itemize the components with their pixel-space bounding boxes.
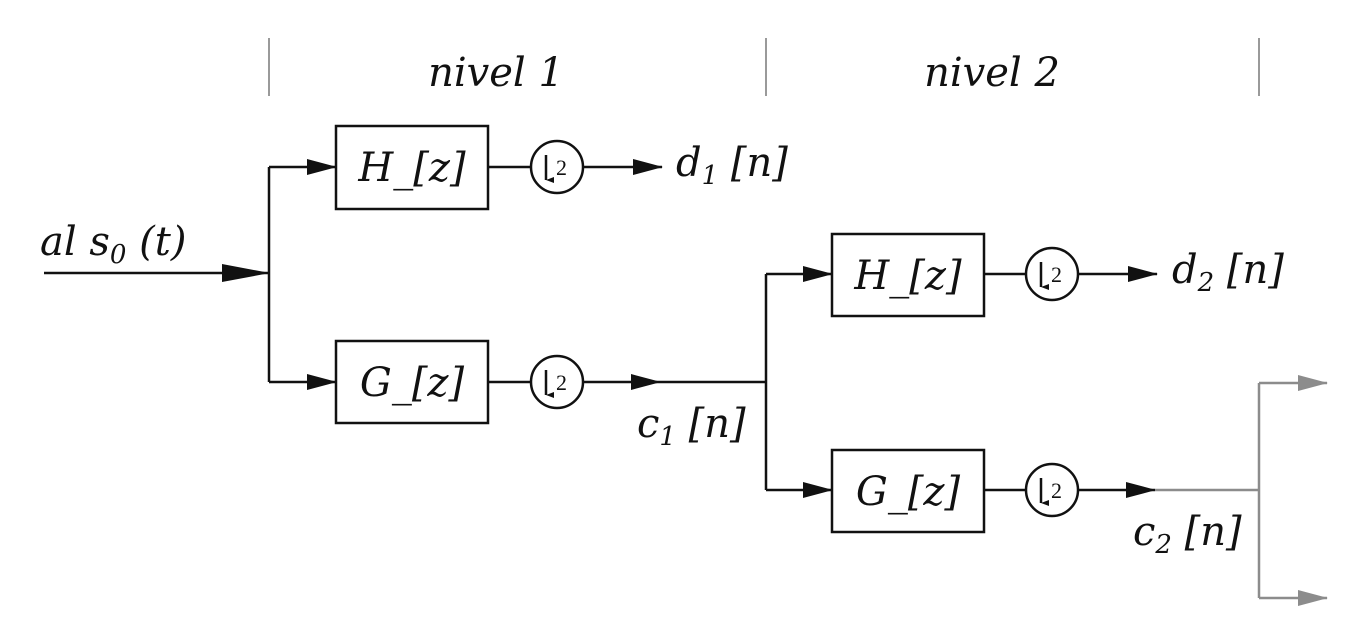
level2-c-output-label: c2 [n] [1133, 509, 1242, 560]
level1-g-filter-label: G_[z] [360, 360, 465, 406]
svg-text:2: 2 [1051, 262, 1062, 287]
level1-h-filter-box [334, 124, 490, 211]
level1-g-downsampler: 2 [529, 354, 585, 410]
svg-text:2: 2 [556, 155, 567, 180]
level1-g-filter-box [334, 339, 490, 425]
level2-g-filter-box [830, 448, 986, 534]
level2-d-output-label: d2 [n] [1172, 247, 1284, 298]
level2-h-downsampler: 2 [1024, 246, 1080, 302]
level1-d-output-label: d1 [n] [676, 140, 788, 191]
level-1-label: nivel 1 [428, 50, 564, 96]
level2-g-downsampler: 2 [1024, 462, 1080, 518]
level1-h-downsampler: 2 [529, 139, 585, 195]
level2-h-filter-label: H_[z] [853, 253, 962, 299]
svg-text:2: 2 [1051, 478, 1062, 503]
input-signal-label: al s0 (t) [40, 219, 186, 270]
level2-h-filter-box [830, 232, 986, 318]
level2-g-filter-label: G_[z] [856, 469, 961, 515]
level1-c-output-label: c1 [n] [637, 401, 746, 452]
level1-h-filter-label: H_[z] [357, 145, 466, 191]
svg-text:2: 2 [556, 370, 567, 395]
level-2-label: nivel 2 [924, 50, 1060, 96]
